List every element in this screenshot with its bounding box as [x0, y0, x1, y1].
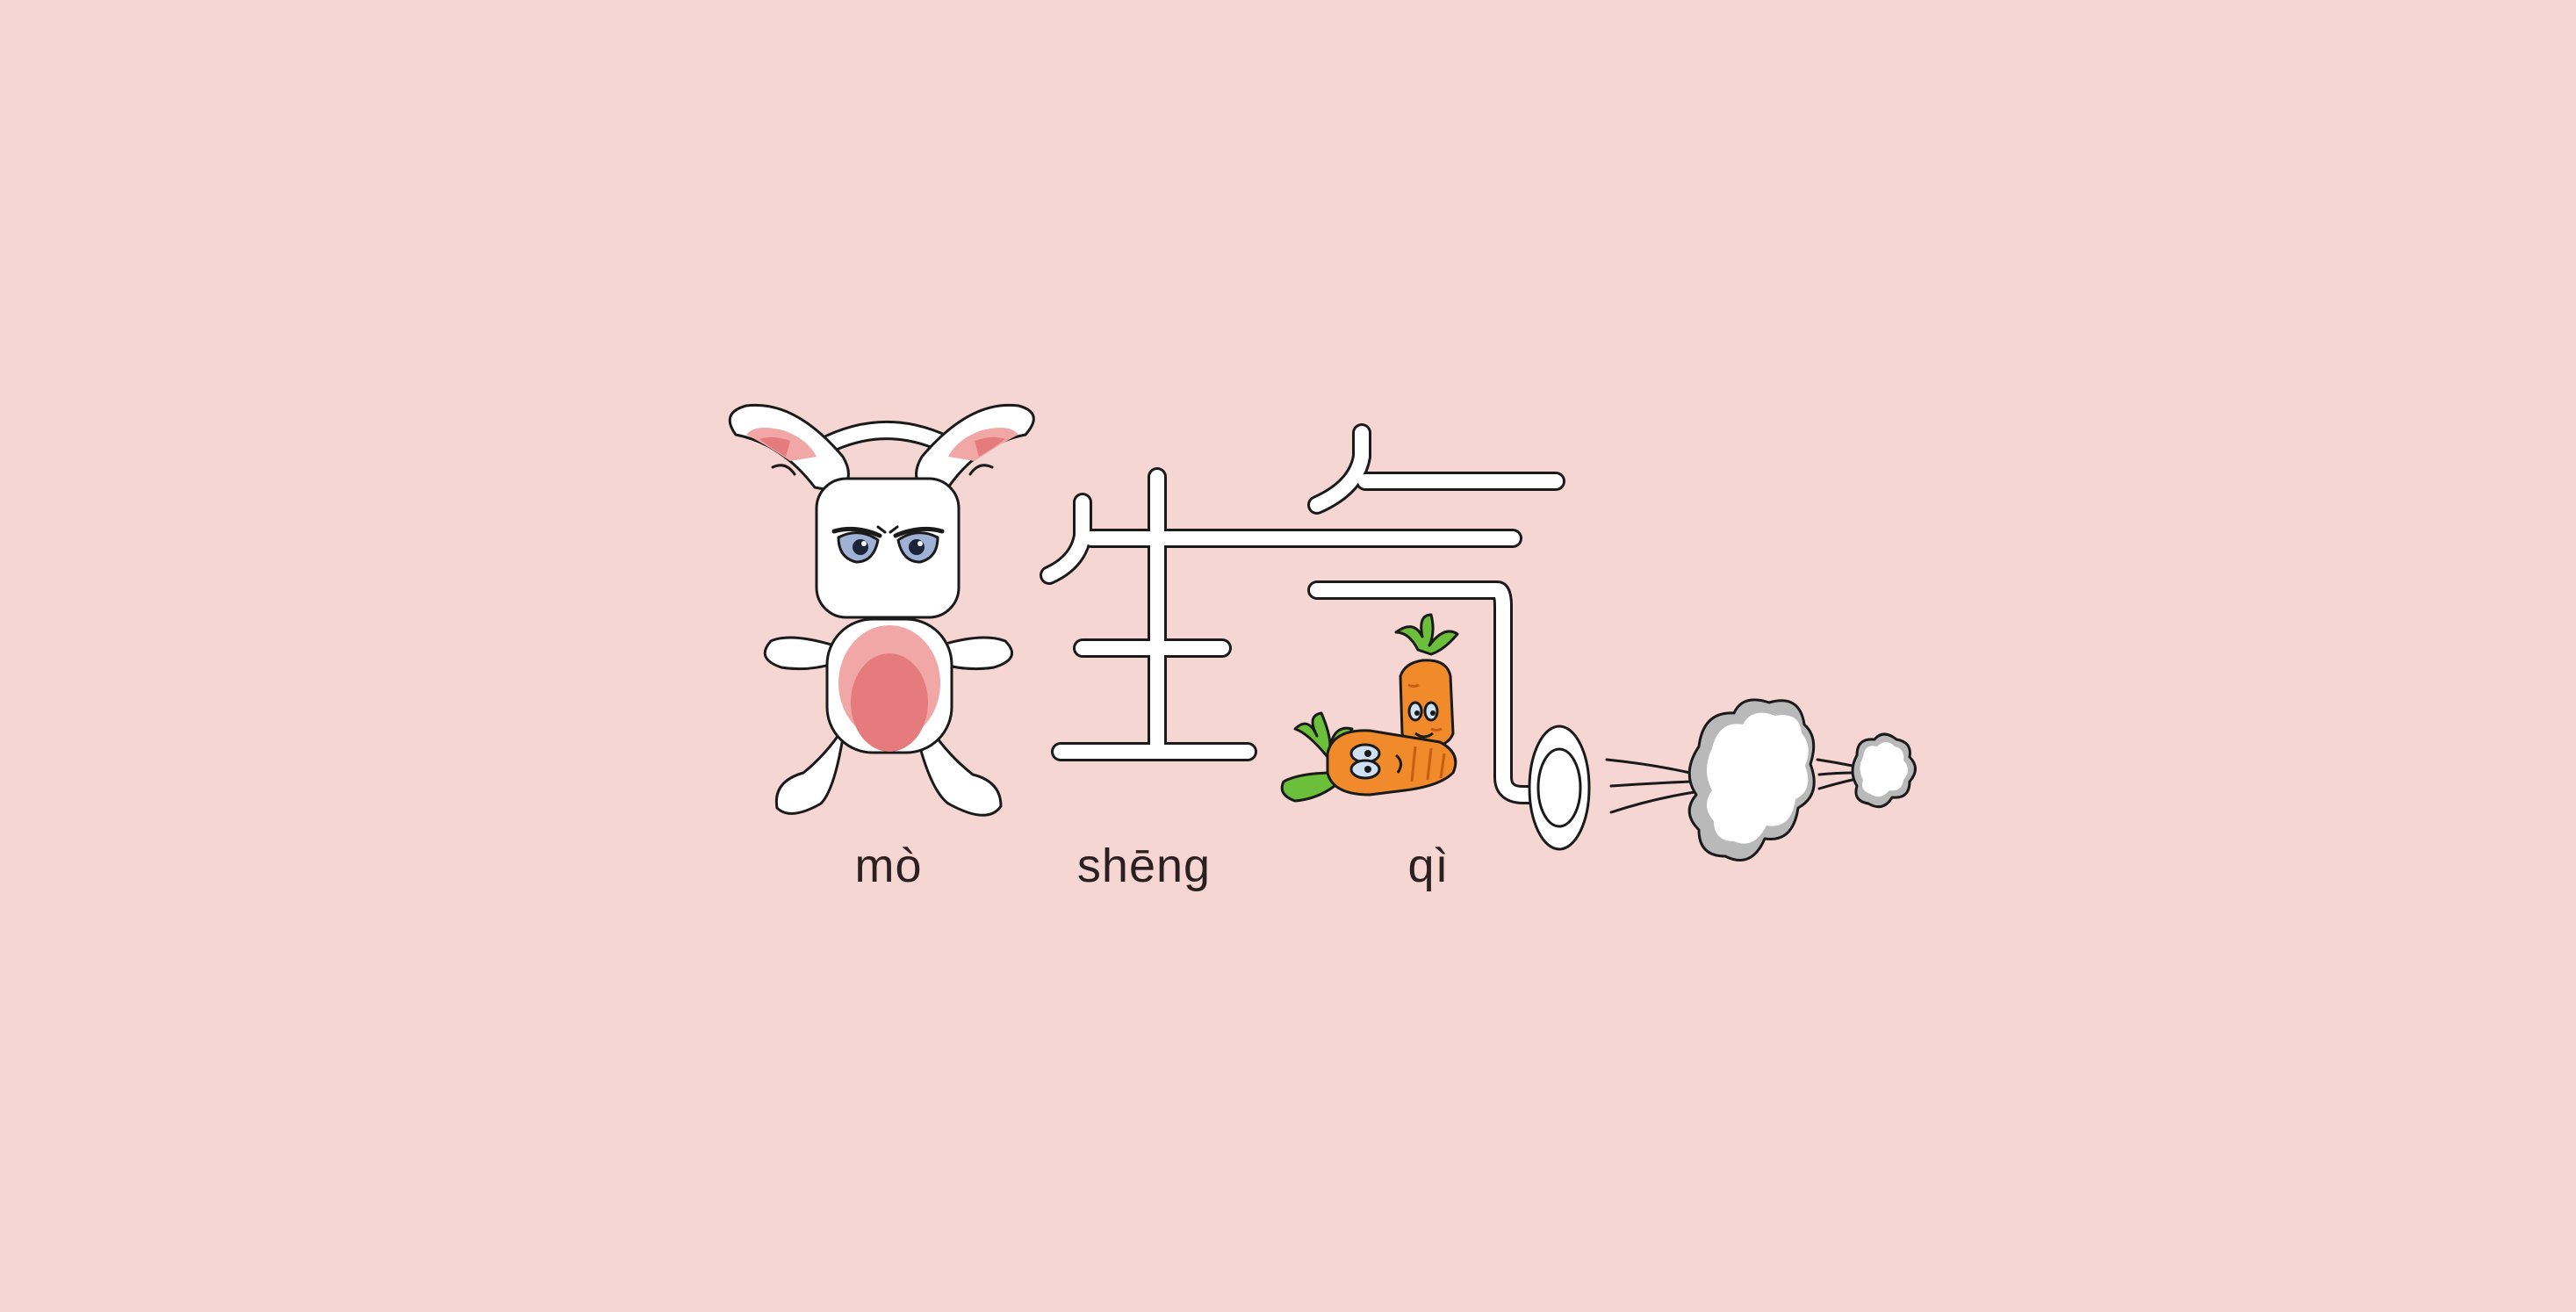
pinyin-mo: mò	[854, 840, 923, 892]
carrot-icon	[1280, 613, 1459, 803]
rabbit-left-ear	[728, 403, 850, 494]
glyph-qi	[1307, 423, 1591, 851]
rabbit-eyes	[831, 525, 945, 564]
smoke-cloud-icon	[1605, 698, 1917, 861]
rabbit-right-ear	[915, 403, 1035, 494]
rabbit-illustration	[728, 403, 1035, 817]
glyph-sheng	[1040, 467, 1522, 761]
pinyin-sheng: shēng	[1076, 840, 1212, 892]
pinyin-qi: qì	[1407, 840, 1450, 892]
rabbit-head	[815, 477, 961, 619]
carrot-upright	[1394, 613, 1459, 750]
carrot-horizontal	[1280, 711, 1457, 803]
